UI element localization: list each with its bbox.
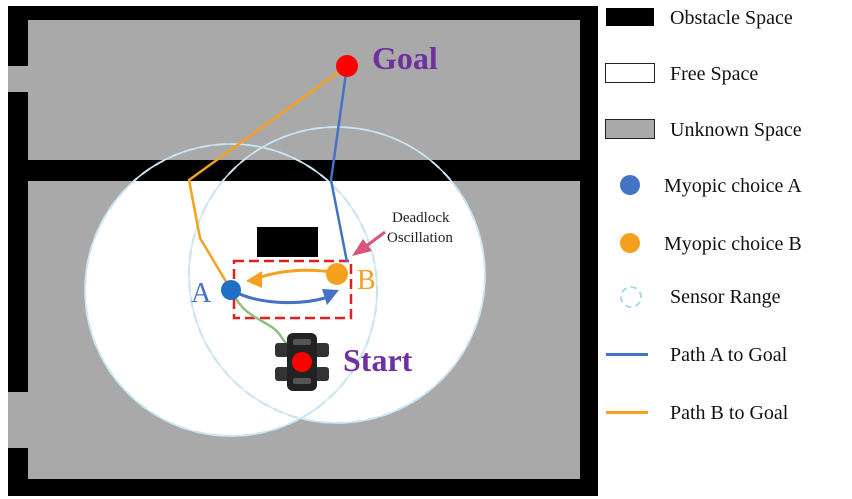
legend-label-unknown: Unknown Space — [670, 119, 802, 141]
start-label: Start — [343, 342, 413, 378]
unknown-swatch — [605, 119, 655, 139]
path-a-swatch — [606, 353, 648, 356]
deadlock-pointer-line — [364, 230, 386, 249]
deadlock-label-line1: Deadlock — [392, 210, 450, 226]
myopic-a-swatch — [620, 175, 640, 195]
oscillation-arrowhead-b-to-a — [246, 271, 262, 288]
path-b-swatch — [606, 411, 648, 414]
deadlock-label-line2: Oscillation — [387, 230, 453, 246]
myopic-choice-a-marker — [221, 280, 241, 300]
goal-label: Goal — [372, 40, 438, 76]
small-obstacle — [257, 227, 318, 257]
legend-item-path-b: Path B to Goal — [600, 399, 850, 429]
legend-label-free: Free Space — [670, 63, 759, 85]
point-a-label: A — [191, 278, 212, 309]
sensor-range-swatch — [620, 286, 642, 308]
wall-opening-upper — [8, 66, 30, 92]
point-b-label: B — [357, 265, 376, 296]
free-swatch — [605, 63, 655, 83]
deadlock-pointer-head — [352, 239, 372, 256]
path-b-to-goal — [187, 64, 348, 291]
legend-item-sensor: Sensor Range — [600, 283, 850, 313]
legend-label-path-b: Path B to Goal — [670, 402, 789, 424]
legend-item-free: Free Space — [600, 60, 850, 90]
legend-item-obstacle: Obstacle Space — [600, 4, 850, 34]
goal-marker-icon — [336, 55, 358, 77]
legend-label-myopic-a: Myopic choice A — [664, 175, 802, 197]
obstacle-swatch — [606, 8, 654, 26]
myopic-b-swatch — [620, 233, 640, 253]
oscillation-arrow-a-to-b — [232, 289, 326, 305]
legend-item-path-a: Path A to Goal — [600, 341, 850, 371]
myopic-choice-b-marker — [326, 263, 348, 285]
legend-label-obstacle: Obstacle Space — [670, 7, 793, 29]
legend-item-unknown: Unknown Space — [600, 116, 850, 146]
unknown-space-upper-cover — [28, 20, 580, 160]
legend-label-path-a: Path A to Goal — [670, 344, 788, 366]
legend-item-myopic-a: Myopic choice A — [600, 172, 850, 202]
legend-label-sensor: Sensor Range — [670, 286, 781, 308]
start-marker-icon — [292, 352, 312, 372]
navigation-map: Goal Start A B Deadlock Oscillation — [8, 6, 598, 496]
legend-label-myopic-b: Myopic choice B — [664, 233, 802, 255]
wall-opening-lower — [8, 392, 30, 448]
legend-item-myopic-b: Myopic choice B — [600, 230, 850, 260]
oscillation-arrowhead-a-to-b — [322, 289, 339, 305]
path-a-to-goal — [329, 65, 349, 263]
